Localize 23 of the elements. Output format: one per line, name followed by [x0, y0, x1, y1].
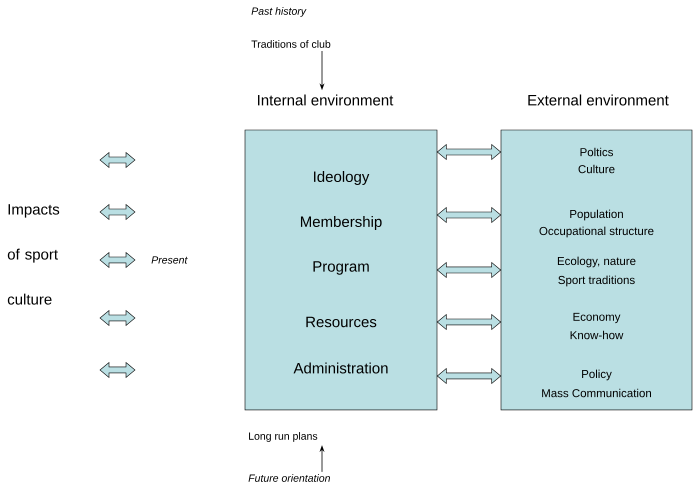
factor-text: Mass Communication	[542, 388, 651, 398]
heading: Internal environment	[258, 94, 394, 106]
note-text: Past history	[252, 7, 307, 17]
factor-text: Ecology, nature	[558, 256, 636, 268]
factor-text: Administration	[294, 362, 388, 374]
factor-text: Ideology	[314, 171, 370, 185]
factor-text: Resources	[306, 316, 376, 328]
label-text: Traditions of club	[251, 40, 330, 48]
note-text: Present	[152, 256, 188, 264]
side-text: Impacts of sport culture	[8, 204, 60, 305]
heading: External environment	[528, 94, 669, 106]
factor-text: Economy	[573, 312, 620, 324]
factor-text: Program	[313, 261, 369, 275]
label-text: Future orientation	[248, 474, 330, 482]
factor-text: Sport traditions	[558, 276, 635, 286]
factor-text: Population	[570, 210, 623, 220]
label-text: Long run plans	[249, 432, 318, 442]
factor-text: Occupational structure	[540, 226, 654, 238]
factor-text: Membership	[300, 216, 382, 230]
factor-text: Know-how	[570, 330, 624, 340]
factor-text: Poltics	[580, 148, 614, 156]
factor-text: Policy	[582, 370, 612, 380]
factor-text: Culture	[578, 164, 615, 174]
